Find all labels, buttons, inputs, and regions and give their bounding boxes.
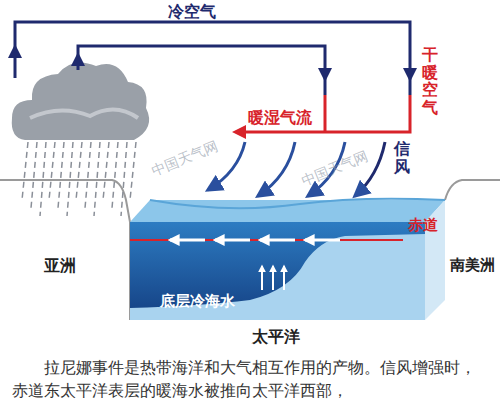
rain-stroke <box>31 142 37 208</box>
rain-stroke <box>22 142 28 200</box>
ocean-front <box>130 222 425 320</box>
cold-air-loop <box>15 22 410 95</box>
asia-coast <box>0 180 130 320</box>
warm-water-arrows <box>170 239 340 242</box>
trade-wind-arrows <box>208 142 385 196</box>
rain-stroke <box>85 142 91 208</box>
rain-stroke <box>121 142 127 216</box>
cold-water-layer <box>130 234 425 320</box>
rain-stroke <box>67 142 73 216</box>
warm-air-flow <box>244 95 410 132</box>
warm-moist-flow-label: 暖湿气流 <box>248 108 312 127</box>
equator-line <box>130 239 403 241</box>
rain-stroke <box>130 142 136 200</box>
cold-air-label: 冷空气 <box>168 2 216 21</box>
caption: 拉尼娜事件是热带海洋和大气相互作用的产物。信风增强时，赤道东太平洋表层的暖海水被… <box>12 356 488 402</box>
pacific-label: 太平洋 <box>252 327 300 346</box>
rain-stroke <box>112 142 118 208</box>
south-america-coast <box>445 180 500 200</box>
upwelling-arrows <box>262 266 284 290</box>
asia-label: 亚洲 <box>44 256 76 275</box>
watermark: 中国天气网 <box>299 148 370 190</box>
trade-wind-label: 信风 <box>394 140 410 175</box>
surface-current <box>150 199 445 209</box>
rain-stroke <box>103 142 109 200</box>
rain-stroke <box>94 142 100 216</box>
watermark: 中国天气网 <box>149 138 220 180</box>
rain-stroke <box>76 142 82 200</box>
equator-label: 赤道 <box>408 216 438 234</box>
rain-cloud <box>12 62 149 140</box>
south-america-label: 南美洲 <box>450 256 495 274</box>
loop-arrowheads <box>8 44 417 82</box>
dry-warm-air-label: 干暖空气 <box>422 46 438 116</box>
warm-flow-arrowhead <box>232 125 246 139</box>
rain-stroke <box>49 142 55 200</box>
rain-stroke <box>40 142 46 216</box>
rain-stroke <box>58 142 64 208</box>
cloud-highlight <box>30 109 138 118</box>
rain <box>22 142 136 216</box>
bottom-cold-water-label: 底层冷海水 <box>160 292 235 310</box>
